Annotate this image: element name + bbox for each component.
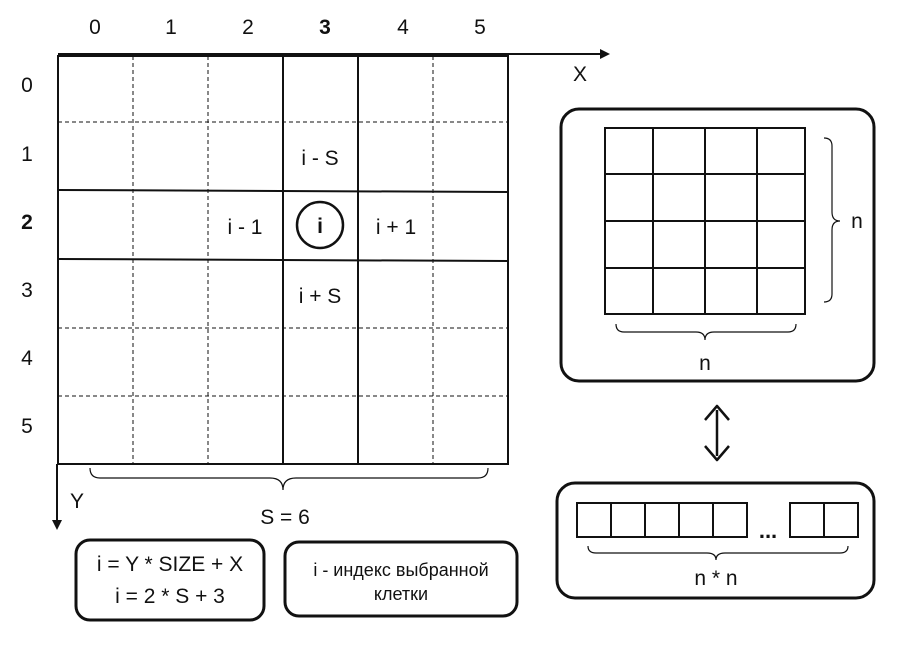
x-tick-1: 1 <box>165 16 177 39</box>
matrix-panel <box>559 107 876 383</box>
neighbor-left-label: i - 1 <box>227 216 262 239</box>
matrix-bottom-label: n <box>699 352 711 375</box>
note-line-1: i - индекс выбранной <box>313 560 488 580</box>
formula-line-2: i = 2 * S + 3 <box>115 585 225 608</box>
grid-border <box>57 55 509 465</box>
y-tick-3: 3 <box>21 279 33 302</box>
y-axis-label: Y <box>70 490 84 513</box>
neighbor-down-label: i + S <box>299 285 342 308</box>
x-axis-label: X <box>573 63 587 86</box>
formula-box <box>74 538 266 622</box>
array-panel <box>555 481 876 600</box>
formula-line-1: i = Y * SIZE + X <box>97 553 243 576</box>
array-cell-5 <box>712 502 748 538</box>
neighbor-up-label: i - S <box>301 147 338 170</box>
grid-line-row-2-bottom <box>57 258 509 262</box>
y-tick-2: 2 <box>21 211 33 234</box>
array-ellipsis: ... <box>759 518 777 543</box>
x-tick-3: 3 <box>319 16 331 39</box>
y-tick-0: 0 <box>21 74 33 97</box>
y-tick-4: 4 <box>21 347 33 370</box>
selected-cell-circle <box>295 200 345 250</box>
y-tick-5: 5 <box>21 415 33 438</box>
main-grid <box>57 55 509 465</box>
double-arrow-icon <box>704 404 730 462</box>
matrix-grid <box>604 127 806 315</box>
grid-width-brace <box>89 467 489 491</box>
array-length-label: n * n <box>694 567 737 590</box>
selected-cell-label: i <box>317 215 323 238</box>
matrix-side-label: n <box>851 210 863 233</box>
note-box <box>283 540 519 618</box>
array-length-brace <box>587 545 849 561</box>
y-tick-1: 1 <box>21 143 33 166</box>
flat-array-cells <box>576 502 859 538</box>
array-cell-n <box>823 502 859 538</box>
grid-line-row-2-top <box>57 189 509 193</box>
x-tick-4: 4 <box>397 16 409 39</box>
matrix-width-brace <box>615 323 797 341</box>
matrix-height-brace <box>823 137 841 303</box>
x-tick-0: 0 <box>89 16 101 39</box>
note-line-2: клетки <box>374 584 428 604</box>
neighbor-right-label: i + 1 <box>376 216 416 239</box>
size-label: S = 6 <box>260 506 310 529</box>
x-tick-2: 2 <box>242 16 254 39</box>
x-tick-5: 5 <box>474 16 486 39</box>
